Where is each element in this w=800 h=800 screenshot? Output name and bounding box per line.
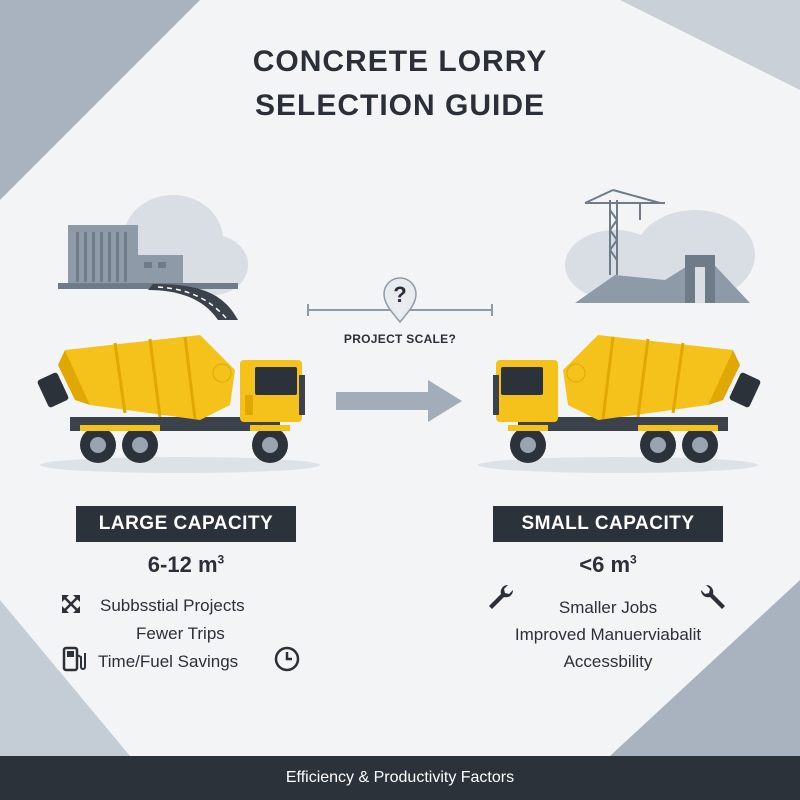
small-capacity-volume: <6 m3: [579, 552, 637, 577]
fuel-pump-icon: [62, 646, 86, 672]
title-line-1: CONCRETE LORRY: [252, 45, 548, 78]
wrench-icon: [700, 584, 725, 609]
expand-icon: [62, 595, 80, 613]
large-mixer-truck: [37, 335, 320, 473]
corner-decoration-top-left: [0, 0, 200, 200]
wrench-icon: [489, 584, 514, 609]
clock-icon: [274, 646, 300, 672]
small-capacity-heading: SMALL CAPACITY: [493, 506, 723, 542]
small-feature-3: Accessbility: [563, 652, 653, 671]
scale-line: ?: [307, 277, 493, 324]
project-scale-label: PROJECT SCALE?: [343, 332, 457, 346]
large-feature-3: Time/Fuel Savings: [98, 652, 239, 671]
large-feature-1: Subbsstial Projects: [100, 596, 245, 615]
corner-decoration-top-right: [620, 0, 800, 90]
project-scale-indicator: ? PROJECT SCALE?: [300, 270, 500, 350]
title-line-2: SELECTION GUIDE: [254, 89, 546, 122]
question-pin-icon: ?: [383, 277, 417, 324]
svg-text:?: ?: [393, 282, 406, 307]
small-feature-1: Smaller Jobs: [558, 598, 658, 617]
large-capacity-heading: LARGE CAPACITY: [76, 506, 296, 542]
small-mixer-truck: [478, 335, 761, 473]
page-title: CONCRETE LORRY SELECTION GUIDE: [0, 40, 800, 128]
corner-decoration-bottom-left: [0, 600, 130, 756]
footer-text: Efficiency & Productivity Factors: [285, 769, 515, 786]
footer-bar: Efficiency & Productivity Factors: [0, 756, 800, 800]
large-capacity-volume: 6-12 m3: [147, 552, 225, 577]
crane-icon: [584, 189, 665, 275]
factory-scene: [58, 195, 248, 320]
small-feature-2: Improved Manuerviabalit: [514, 625, 702, 644]
large-feature-2: Fewer Trips: [136, 624, 225, 643]
construction-scene: [565, 189, 755, 303]
arrow-right-icon: [336, 380, 462, 422]
factory-icon: [58, 225, 238, 289]
corner-decoration-bottom-right: [610, 580, 800, 756]
